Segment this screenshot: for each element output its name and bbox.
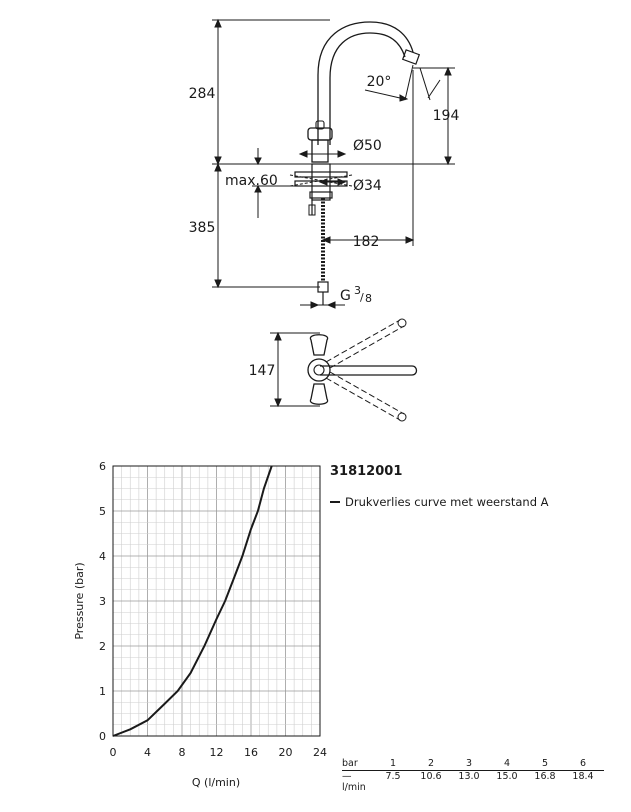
chart-grid — [112, 465, 321, 737]
dim-handle-width: 147 — [249, 363, 276, 379]
dim-height-spout: 194 — [433, 108, 460, 124]
y-tick-label: 6 — [99, 460, 106, 473]
y-axis-label: Pressure (bar) — [73, 562, 86, 639]
table-cell: 1 — [389, 758, 397, 769]
dim-depth: 385 — [189, 220, 216, 236]
x-tick-label: 20 — [279, 746, 293, 759]
dim-diam-top: Ø50 — [353, 138, 382, 154]
table-row-flow: — 7.5 10.6 13.0 15.0 16.8 18.4 — [342, 771, 604, 782]
x-tick-label: 8 — [179, 746, 186, 759]
table-cell: 6 — [579, 758, 587, 769]
x-tick-label: 16 — [244, 746, 258, 759]
x-tick-label: 0 — [110, 746, 117, 759]
dim-angle: 20° — [367, 74, 392, 90]
table-cell: 15.0 — [496, 771, 518, 782]
y-tick-label: 5 — [99, 505, 106, 518]
table-unit-bar: bar — [342, 758, 358, 769]
x-tick-label: 4 — [144, 746, 151, 759]
dim-reach: 182 — [353, 234, 380, 250]
plot-frame — [112, 465, 321, 737]
product-code: 31812001 — [330, 464, 403, 479]
fraction-slash: / — [360, 291, 364, 304]
x-tick-label: 24 — [313, 746, 327, 759]
y-tick-label: 1 — [99, 685, 106, 698]
x-axis-label: Q (l/min) — [192, 776, 240, 789]
dim-max-thickness: max.60 — [225, 173, 278, 189]
technical-drawing: 284 194 20° Ø50 max.60 Ø34 385 182 G 3 8… — [189, 18, 460, 422]
dim-diam-bottom: Ø34 — [353, 178, 382, 194]
y-tick-label: 2 — [99, 640, 106, 653]
y-tick-label: 0 — [99, 730, 106, 743]
legend-line-swatch — [330, 501, 340, 503]
table-cell: 7.5 — [385, 771, 401, 782]
y-tick-label: 4 — [99, 550, 106, 563]
table-cell: 2 — [427, 758, 435, 769]
table-cell: 5 — [541, 758, 549, 769]
dim-connection-den: 8 — [365, 292, 372, 305]
legend-item: Drukverlies curve met weerstand A — [330, 495, 620, 509]
table-cell: 4 — [503, 758, 511, 769]
table-cell: 16.8 — [534, 771, 556, 782]
table-cell: 18.4 — [572, 771, 594, 782]
series-line-drukverlies — [112, 465, 273, 737]
legend-label: Drukverlies curve met weerstand A — [345, 495, 549, 509]
pressure-flow-table: bar 1 2 3 4 5 6 — 7.5 10.6 13.0 15.0 16.… — [342, 758, 604, 793]
table-unit-lmin: — — [342, 771, 352, 782]
chart-legend: 31812001 Drukverlies curve met weerstand… — [330, 464, 620, 509]
y-tick-label: 3 — [99, 595, 106, 608]
table-cell: 10.6 — [420, 771, 442, 782]
table-cell: 13.0 — [458, 771, 480, 782]
table-row-unit: l/min — [342, 782, 604, 793]
table-unit-bottom: l/min — [342, 782, 366, 793]
dim-connection-num: 3 — [354, 284, 361, 297]
table-row-pressure: bar 1 2 3 4 5 6 — [342, 758, 604, 771]
x-tick-label: 12 — [210, 746, 224, 759]
dim-connection: G — [340, 288, 351, 304]
dim-height-top: 284 — [189, 86, 216, 102]
table-cell: 3 — [465, 758, 473, 769]
